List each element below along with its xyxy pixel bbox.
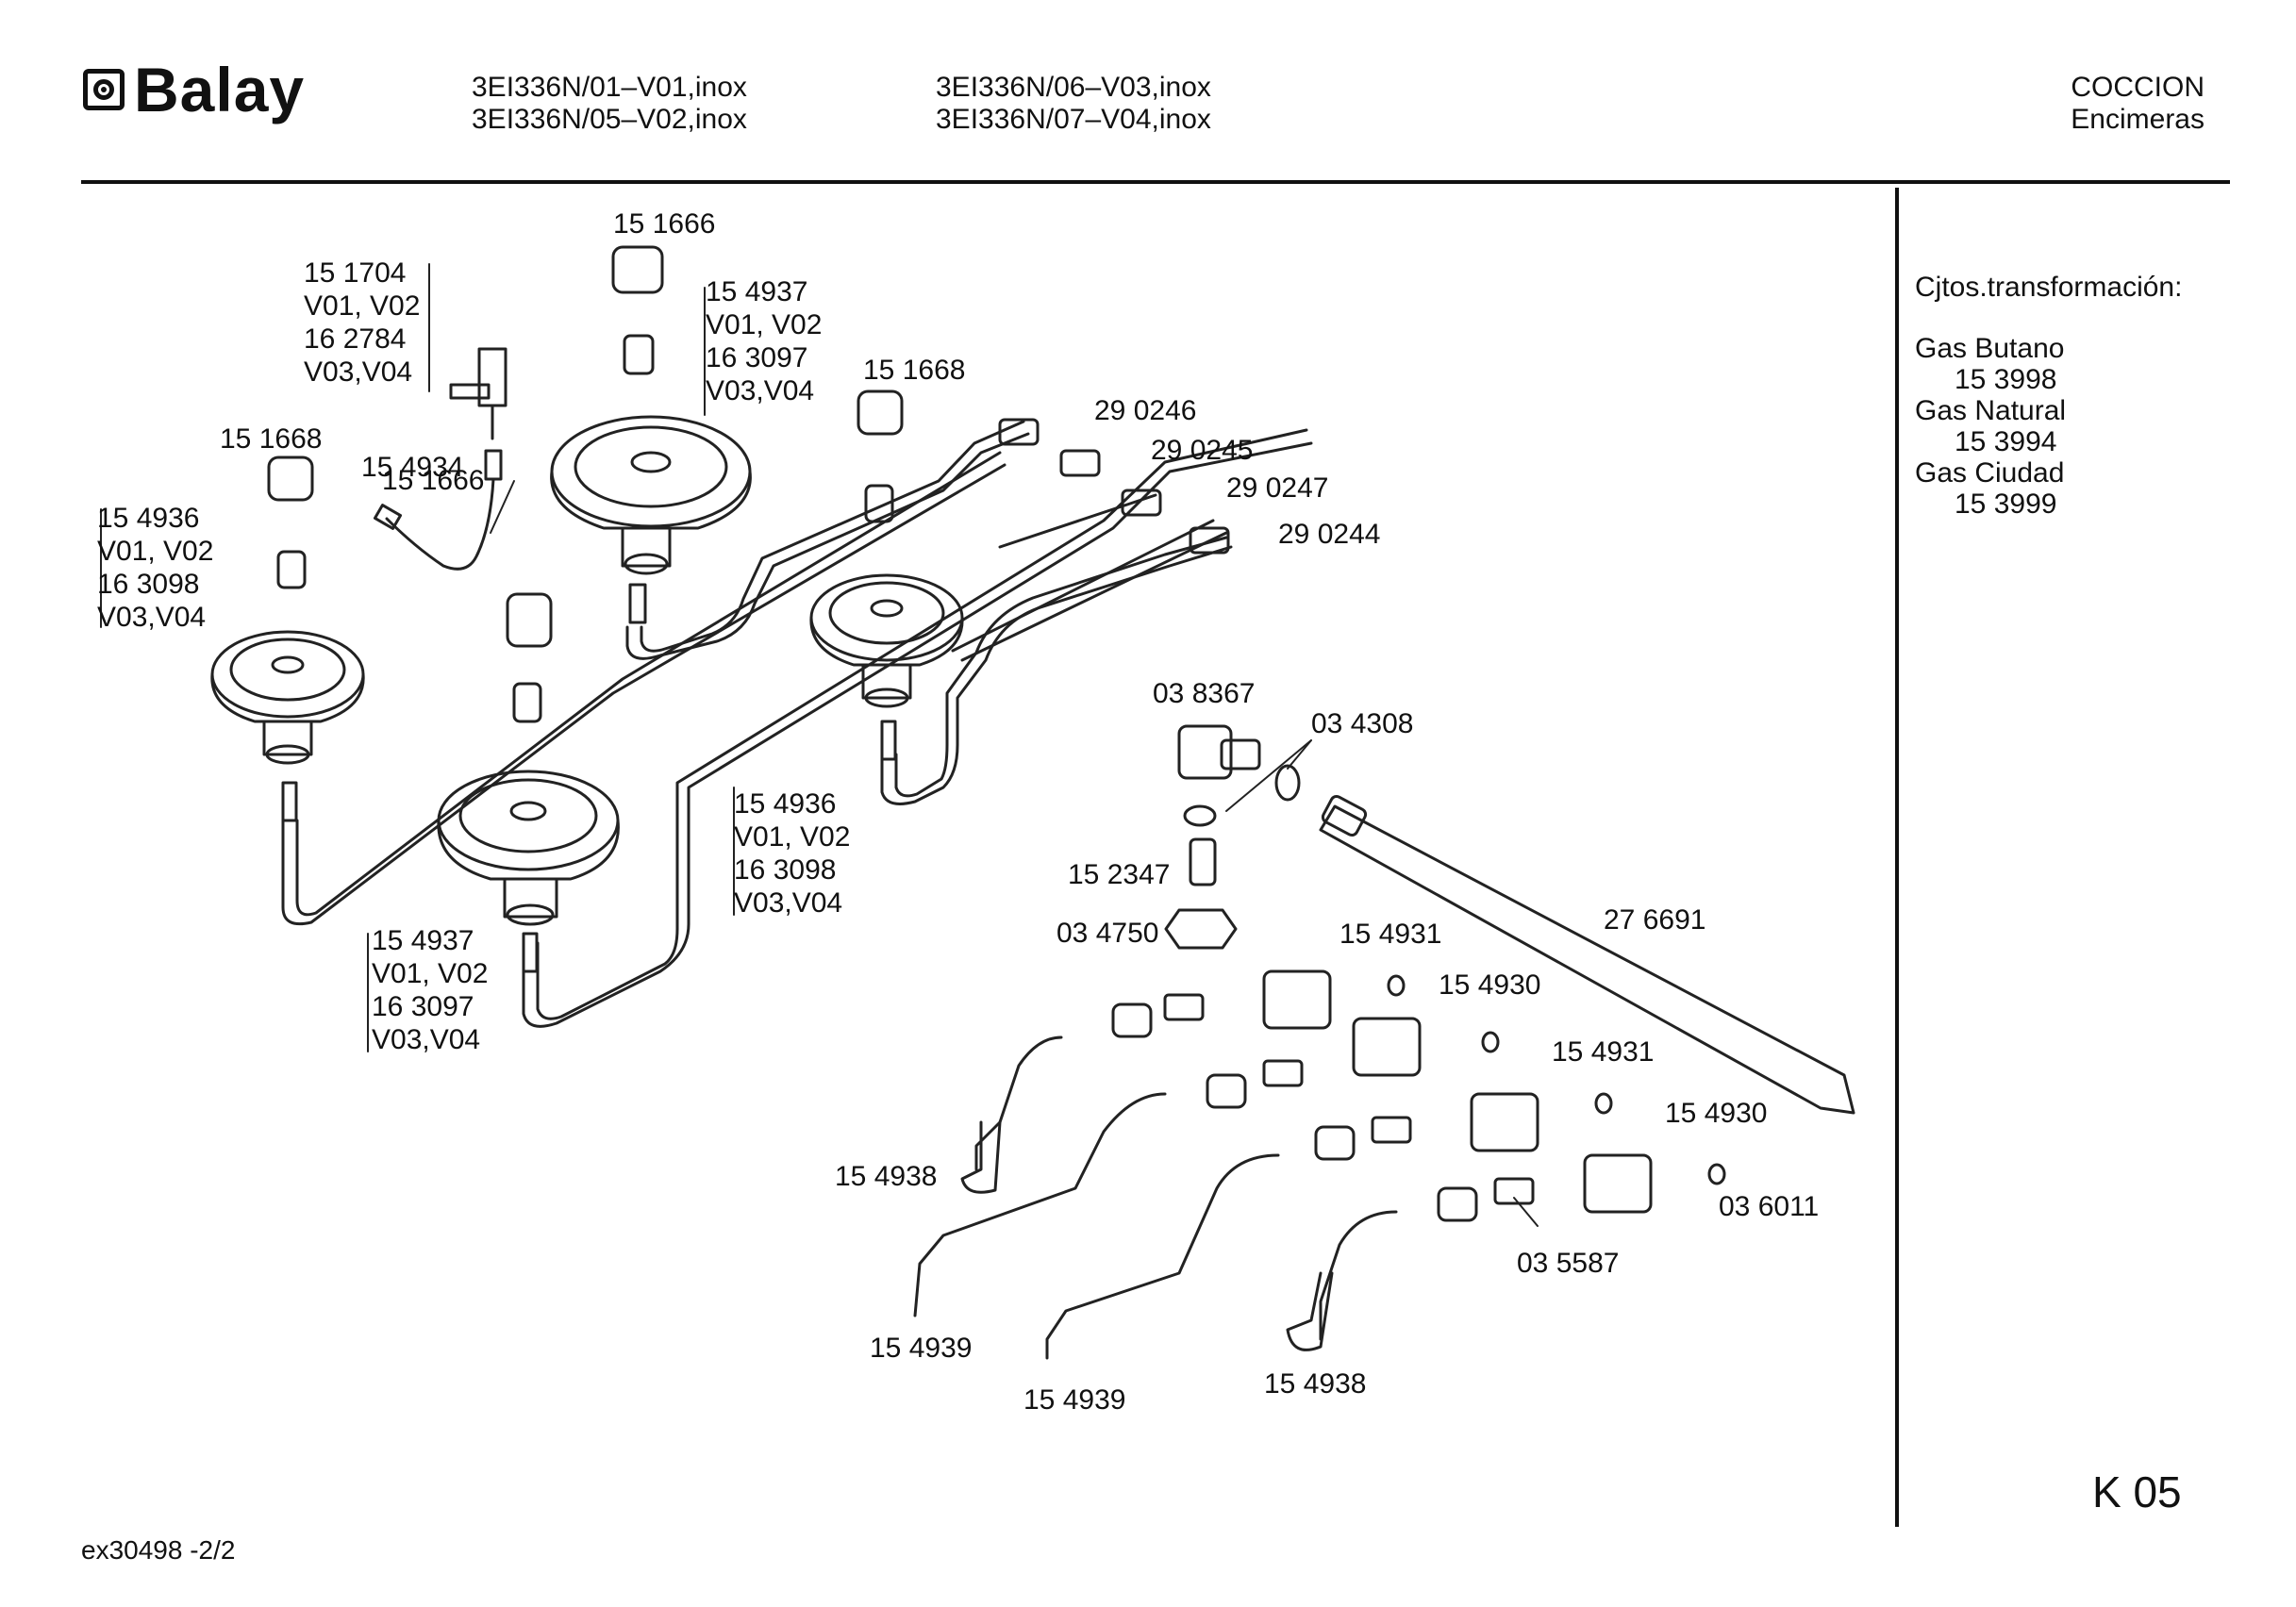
part-label: 29 0244 [1278,519,1381,550]
group-line: V01, V02 [734,821,851,853]
brand-name: Balay [134,55,306,124]
kit-gas: Gas Natural [1915,395,2067,426]
thermocouples [913,1035,1398,1360]
group-line: V03,V04 [372,1024,481,1055]
subcategory: Encimeras [2071,104,2204,135]
conversion-kits: Cjtos.transformación: Gas Butano 15 3998… [1915,272,2182,520]
burner-top [550,415,752,624]
group-burner-mid: 15 4936 V01, V02 16 3098 V03,V04 [734,787,850,919]
group-burner-big: 15 4937 V01, V02 16 3097 V03,V04 [372,924,488,1056]
category: COCCION [2071,72,2204,103]
part-label: 15 4931 [1339,919,1442,950]
group-line: V03,V04 [97,602,207,633]
part-label: 15 4934 [361,452,464,483]
part-label: 15 4931 [1552,1036,1655,1068]
brand-mark-icon [83,69,125,110]
kit-gas: Gas Ciudad [1915,457,2065,489]
part-label: 15 1668 [220,423,323,455]
group-line: V01, V02 [97,536,214,567]
category-block: COCCION Encimeras [2071,72,2204,136]
group-burner-top: 15 4937 V01, V02 16 3097 V03,V04 [706,275,822,407]
group-line: 16 3097 [372,991,474,1022]
model-line: 3EI336N/01–V01,inox [472,72,747,103]
kit-gas: Gas Butano [1915,333,2065,364]
part-label: 03 4308 [1311,708,1414,739]
part-label: 29 0247 [1226,472,1329,504]
gas-rail [1319,794,1855,1115]
kit-code: 15 3994 [1955,426,2057,457]
group-line: V03,V04 [304,356,413,388]
gas-tubes [281,420,1313,1028]
burner-mid [809,573,964,761]
part-label: 15 4939 [1023,1384,1126,1416]
brand-logo: Balay [83,58,305,121]
part-label: 15 4939 [870,1333,973,1364]
group-line: 15 4936 [734,788,837,820]
model-list-1: 3EI336N/01–V01,inox 3EI336N/05–V02,inox [472,72,747,136]
group-line: V03,V04 [734,887,843,919]
part-label: 29 0245 [1151,435,1254,466]
group-line: 16 3098 [97,569,200,600]
group-line: 16 3098 [734,854,837,886]
elbow-connector [1164,724,1301,950]
part-label: 15 2347 [1068,859,1171,890]
part-label: 15 4930 [1439,969,1541,1001]
kit-code: 15 3999 [1955,489,2057,520]
page-id: K 05 [2092,1467,2182,1516]
group-line: V01, V02 [372,958,489,989]
part-label: 15 1666 [382,465,485,496]
part-label: 15 1668 [863,355,966,386]
burner-caps [267,245,904,723]
part-label: 15 4930 [1665,1098,1768,1129]
group-line: 16 2784 [304,323,407,355]
conversion-title: Cjtos.transformación: [1915,272,2183,303]
part-label: 27 6691 [1604,904,1706,936]
group-line: 15 1704 [304,257,407,289]
group-line: V01, V02 [304,290,421,322]
model-line: 3EI336N/06–V03,inox [936,72,1211,103]
model-line: 3EI336N/07–V04,inox [936,104,1211,135]
part-label: 15 4938 [1264,1368,1367,1400]
kit-code: 15 3998 [1955,364,2057,395]
leader-lines [100,263,1539,1227]
model-list-2: 3EI336N/06–V03,inox 3EI336N/07–V04,inox [936,72,1211,136]
part-label: 03 5587 [1517,1248,1620,1279]
part-label: 15 4938 [835,1161,938,1192]
group-line: V01, V02 [706,309,823,340]
model-line: 3EI336N/05–V02,inox [472,104,747,135]
group-line: 15 4937 [372,925,474,956]
group-line: 15 4937 [706,276,808,307]
group-line: V03,V04 [706,375,815,406]
group-burner-left: 15 4936 V01, V02 16 3098 V03,V04 [97,502,213,634]
sidebar-divider [1895,188,1899,1527]
part-label: 03 8367 [1153,678,1256,709]
part-label: 03 4750 [1056,918,1159,949]
part-label: 03 6011 [1719,1191,1820,1222]
burner-big [437,770,620,973]
group-line: 15 4936 [97,503,200,534]
burner-left [210,630,365,822]
tube-fittings [998,418,1230,555]
ignition-electrode [373,347,507,571]
group-line: 16 3097 [706,342,808,373]
part-label: 15 1666 [613,208,716,240]
group-ignition: 15 1704 V01, V02 16 2784 V03,V04 [304,257,420,389]
footer-ref: ex30498 -2/2 [81,1535,236,1565]
gas-valves [1111,969,1726,1222]
header-divider [81,180,2230,184]
part-label: 29 0246 [1094,395,1197,426]
